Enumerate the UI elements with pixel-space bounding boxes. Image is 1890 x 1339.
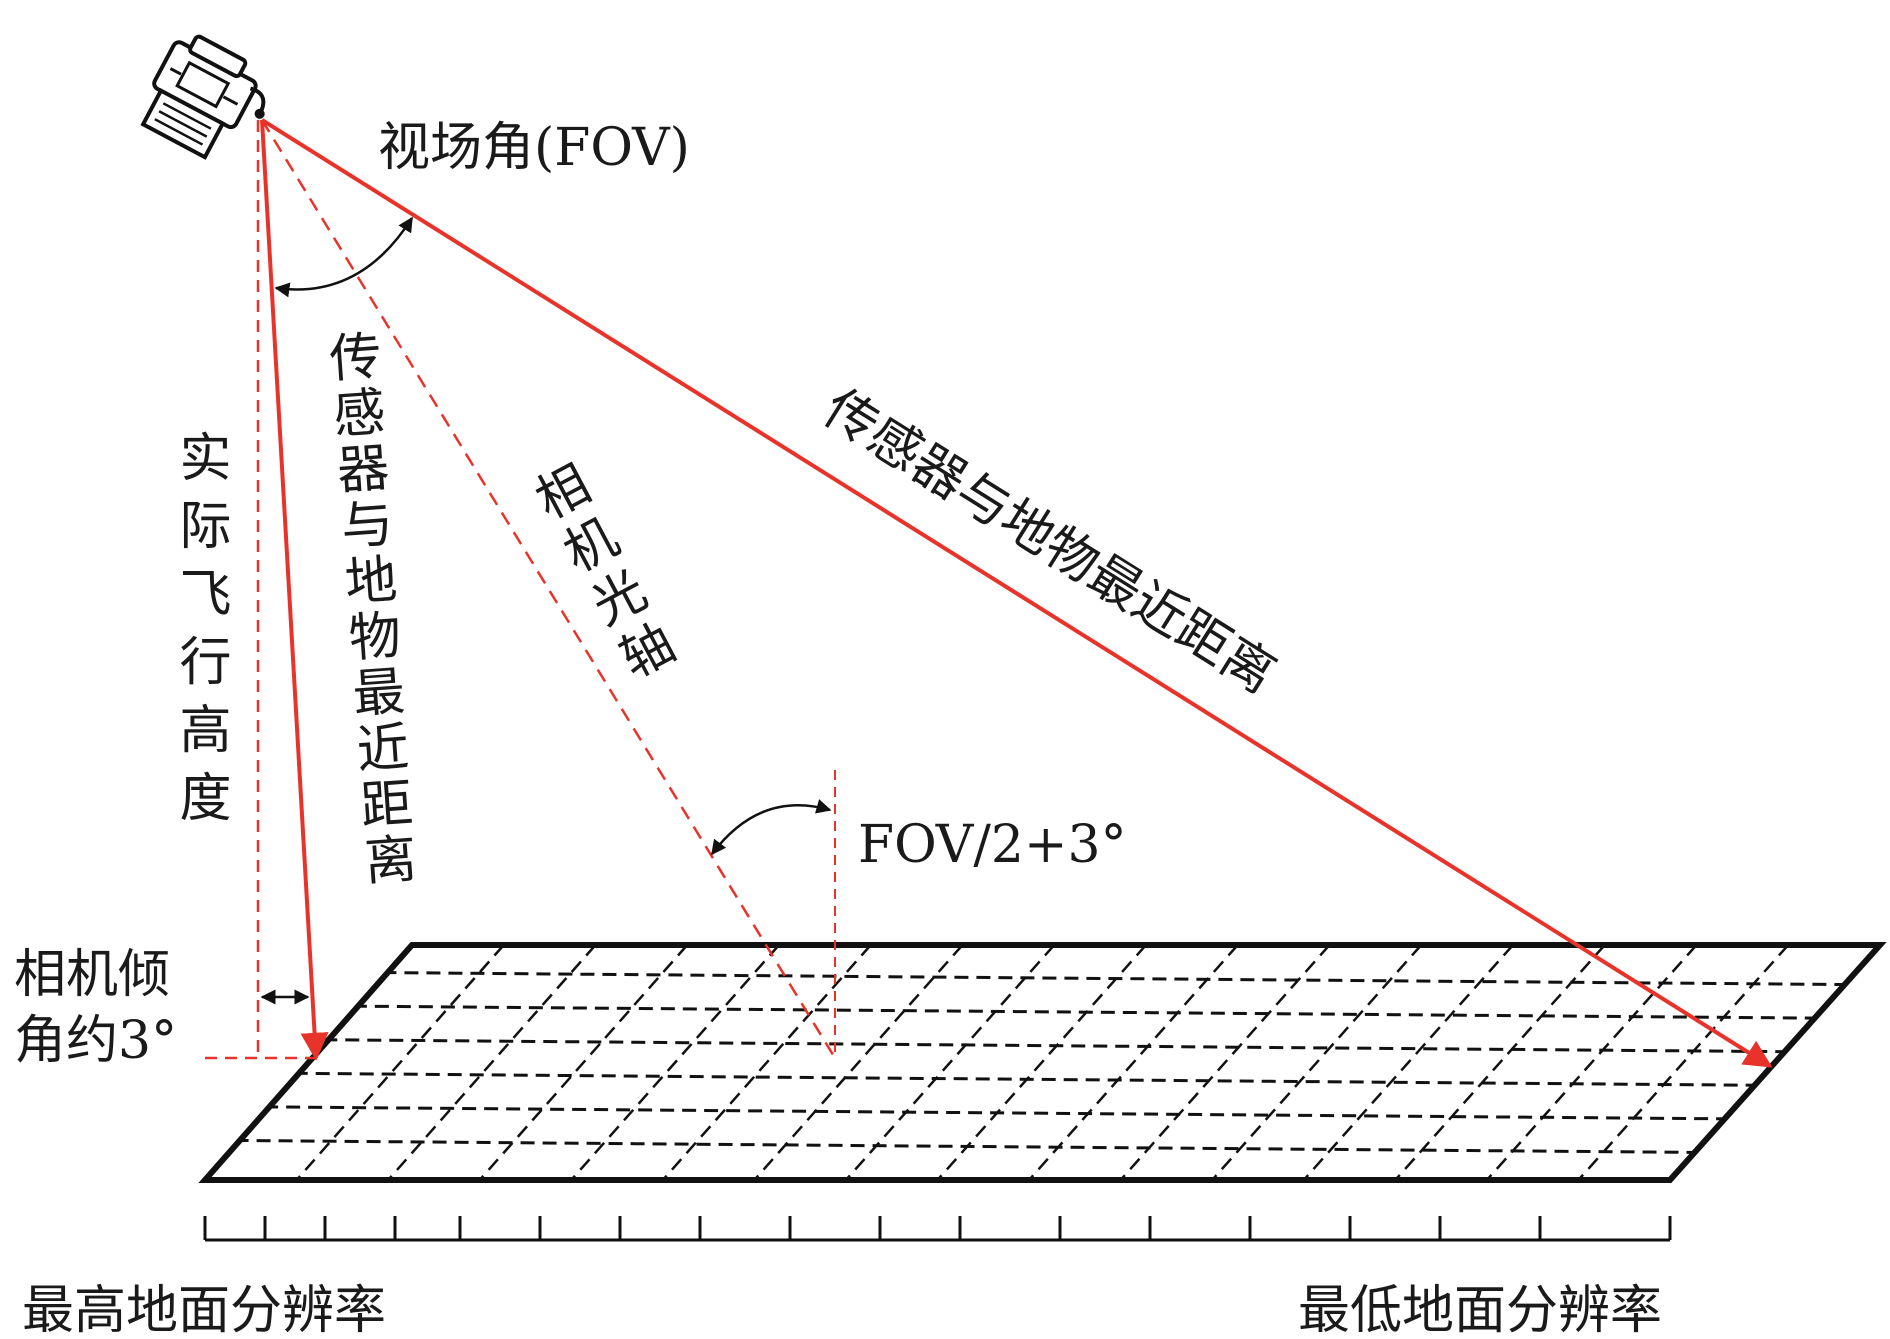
grid-line xyxy=(936,945,1147,1180)
grid-line xyxy=(295,945,505,1180)
optical-axis-label: 相机光轴 xyxy=(519,456,685,696)
grid-line xyxy=(845,945,1056,1180)
grid-line xyxy=(1028,945,1239,1180)
grid-line xyxy=(387,945,597,1180)
farthest-distance-label: 传感器与地物最近距离 xyxy=(813,378,1285,705)
ground-plane-outline xyxy=(198,942,1887,1183)
half-fov-label: FOV/2+3° xyxy=(858,815,1127,875)
grid-line xyxy=(478,945,689,1180)
grid-line xyxy=(1119,945,1331,1180)
grid-line xyxy=(570,945,780,1180)
grid-line xyxy=(753,945,964,1180)
nearest-distance-label: 传感器与地物最近距离 xyxy=(318,328,418,891)
grid-line xyxy=(1211,945,1423,1180)
actual-height-label: 实际飞行高度 xyxy=(170,430,230,838)
ground-grid xyxy=(234,945,1851,1180)
camera-sensor-icon xyxy=(140,34,266,160)
grid-line xyxy=(661,945,872,1180)
highest-resolution-label: 最高地面分辨率 xyxy=(22,1281,386,1339)
half-fov-arc xyxy=(711,799,832,856)
lowest-resolution-label: 最低地面分辨率 xyxy=(1298,1281,1662,1339)
farthest-distance-ray xyxy=(260,118,1773,1068)
grid-line xyxy=(1577,945,1790,1180)
resolution-ruler xyxy=(203,1216,1672,1242)
fov-arc xyxy=(274,216,414,298)
grid-line xyxy=(1394,945,1606,1180)
nearest-distance-ray xyxy=(260,119,329,1061)
fov-label: 视场角(FOV) xyxy=(378,118,690,178)
tilt-label-line2: 角约3° xyxy=(14,1011,177,1071)
grid-line xyxy=(1485,945,1698,1180)
grid-line xyxy=(1302,945,1514,1180)
tilt-label-line1: 相机倾 xyxy=(14,945,170,1005)
